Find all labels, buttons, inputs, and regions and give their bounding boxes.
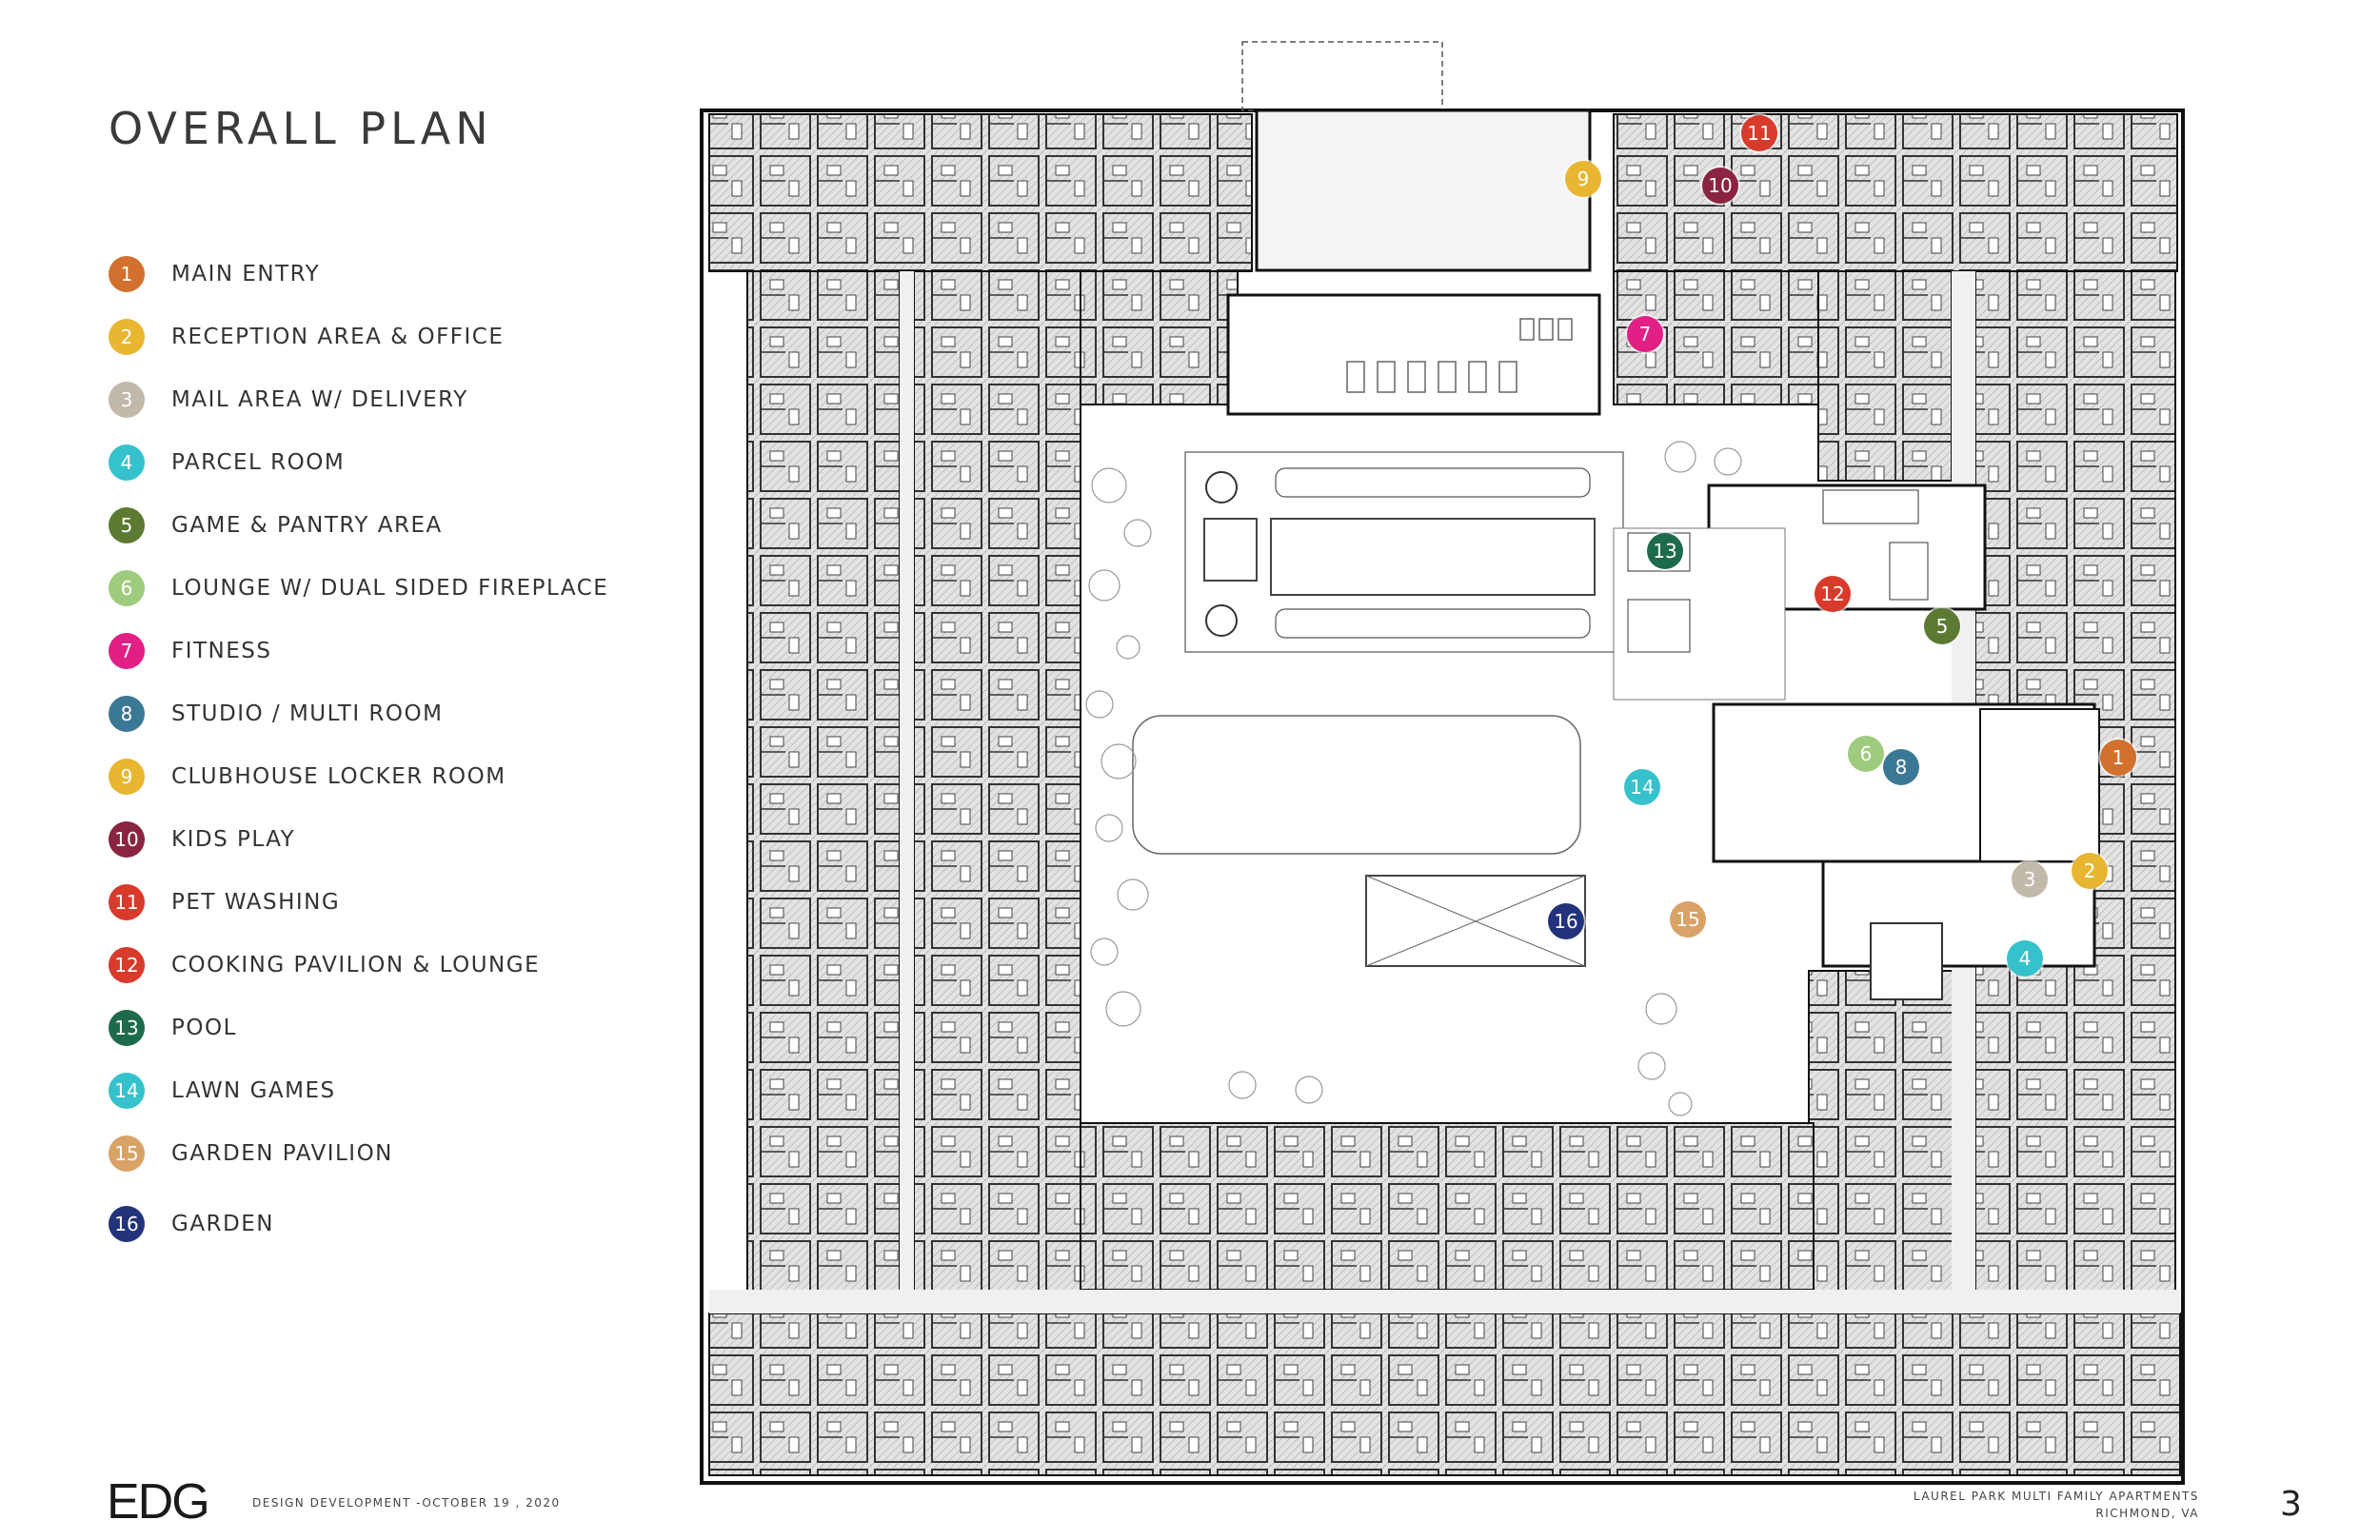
legend-label: CLUBHOUSE LOCKER ROOM bbox=[171, 764, 506, 789]
legend-item-main-entry: 1 MAIN ENTRY bbox=[109, 255, 320, 293]
legend-badge: 7 bbox=[109, 633, 145, 669]
legend-badge: 10 bbox=[109, 821, 145, 858]
plan-marker-pet-washing: 11 bbox=[1741, 115, 1777, 151]
legend-item-cooking-pavilion: 12 COOKING PAVILION & LOUNGE bbox=[109, 946, 540, 984]
plan-marker-kids-play: 10 bbox=[1702, 168, 1738, 204]
legend-label: RECEPTION AREA & OFFICE bbox=[171, 325, 505, 349]
legend-badge: 6 bbox=[109, 570, 145, 606]
legend-label: GAME & PANTRY AREA bbox=[171, 513, 443, 538]
legend-label: STUDIO / MULTI ROOM bbox=[171, 701, 444, 726]
plan-marker-parcel-room: 4 bbox=[2007, 940, 2043, 977]
project-location: RICHMOND, VA bbox=[2095, 1507, 2199, 1520]
legend-item-pet-washing: 11 PET WASHING bbox=[109, 883, 340, 921]
legend-label: POOL bbox=[171, 1016, 237, 1040]
plan-marker-locker-room: 9 bbox=[1565, 161, 1601, 197]
page-number: 3 bbox=[2280, 1485, 2302, 1524]
legend-label: PET WASHING bbox=[171, 890, 341, 915]
legend-label: COOKING PAVILION & LOUNGE bbox=[171, 953, 541, 977]
legend-badge: 2 bbox=[109, 319, 145, 355]
legend-badge: 5 bbox=[109, 507, 145, 543]
plan-marker-studio: 8 bbox=[1883, 749, 1919, 785]
legend-item-game-pantry: 5 GAME & PANTRY AREA bbox=[109, 506, 443, 544]
plan-marker-garden-pavilion: 15 bbox=[1670, 901, 1706, 938]
floor-plan-drawing bbox=[700, 41, 2185, 1485]
page-title: OVERALL PLAN bbox=[109, 103, 493, 154]
legend-badge: 8 bbox=[109, 696, 145, 732]
legend-item-kids-play: 10 KIDS PLAY bbox=[109, 820, 295, 859]
plan-marker-garden: 16 bbox=[1548, 903, 1584, 939]
project-name: LAUREL PARK MULTI FAMILY APARTMENTS bbox=[1913, 1490, 2199, 1503]
legend-item-garden-pavilion: 15 GARDEN PAVILION bbox=[109, 1135, 393, 1173]
amenity-legend: 1 MAIN ENTRY 2 RECEPTION AREA & OFFICE 3… bbox=[109, 255, 642, 1254]
legend-badge: 4 bbox=[109, 444, 145, 481]
legend-label: LOUNGE W/ DUAL SIDED FIREPLACE bbox=[171, 576, 609, 601]
legend-label: LAWN GAMES bbox=[171, 1078, 336, 1103]
legend-item-studio: 8 STUDIO / MULTI ROOM bbox=[109, 695, 443, 733]
plan-marker-lounge: 6 bbox=[1848, 736, 1884, 772]
plan-marker-pool: 13 bbox=[1647, 533, 1683, 569]
legend-label: KIDS PLAY bbox=[171, 827, 296, 852]
legend-item-fitness: 7 FITNESS bbox=[109, 632, 272, 670]
legend-badge: 3 bbox=[109, 382, 145, 418]
plan-marker-cooking-pavilion: 12 bbox=[1815, 576, 1851, 612]
legend-item-parcel-room: 4 PARCEL ROOM bbox=[109, 444, 345, 482]
legend-badge: 11 bbox=[109, 884, 145, 920]
legend-badge: 9 bbox=[109, 759, 145, 795]
legend-item-reception: 2 RECEPTION AREA & OFFICE bbox=[109, 318, 504, 356]
legend-item-pool: 13 POOL bbox=[109, 1009, 237, 1047]
legend-label: GARDEN bbox=[171, 1212, 274, 1236]
legend-badge: 12 bbox=[109, 947, 145, 983]
legend-badge: 1 bbox=[109, 256, 145, 292]
plan-marker-lawn-games: 14 bbox=[1624, 769, 1660, 805]
plan-marker-mail-area: 3 bbox=[2012, 861, 2048, 898]
legend-item-locker-room: 9 CLUBHOUSE LOCKER ROOM bbox=[109, 758, 506, 796]
legend-label: GARDEN PAVILION bbox=[171, 1141, 393, 1166]
design-development-date: DESIGN DEVELOPMENT -OCTOBER 19 , 2020 bbox=[252, 1496, 561, 1510]
edg-logo: EDG bbox=[107, 1474, 210, 1530]
legend-item-lounge: 6 LOUNGE W/ DUAL SIDED FIREPLACE bbox=[109, 569, 608, 607]
legend-badge: 15 bbox=[109, 1135, 145, 1172]
legend-badge: 14 bbox=[109, 1073, 145, 1109]
plan-marker-game-pantry: 5 bbox=[1924, 608, 1960, 644]
legend-item-mail-area: 3 MAIL AREA W/ DELIVERY bbox=[109, 381, 468, 419]
legend-item-lawn-games: 14 LAWN GAMES bbox=[109, 1072, 336, 1110]
legend-label: MAIN ENTRY bbox=[171, 262, 321, 286]
plan-marker-main-entry: 1 bbox=[2100, 740, 2136, 776]
site-floor-plan: 1 2 3 4 5 6 7 8 9 10 11 12 13 14 15 16 bbox=[700, 38, 2185, 1485]
plan-marker-fitness: 7 bbox=[1627, 316, 1663, 352]
legend-label: PARCEL ROOM bbox=[171, 450, 346, 475]
legend-badge: 13 bbox=[109, 1010, 145, 1046]
project-info: LAUREL PARK MULTI FAMILY APARTMENTS RICH… bbox=[1914, 1488, 2199, 1522]
legend-label: MAIL AREA W/ DELIVERY bbox=[171, 387, 468, 412]
legend-badge: 16 bbox=[109, 1206, 145, 1242]
legend-item-garden: 16 GARDEN bbox=[109, 1205, 274, 1243]
plan-marker-reception: 2 bbox=[2072, 853, 2108, 889]
legend-label: FITNESS bbox=[171, 639, 272, 663]
